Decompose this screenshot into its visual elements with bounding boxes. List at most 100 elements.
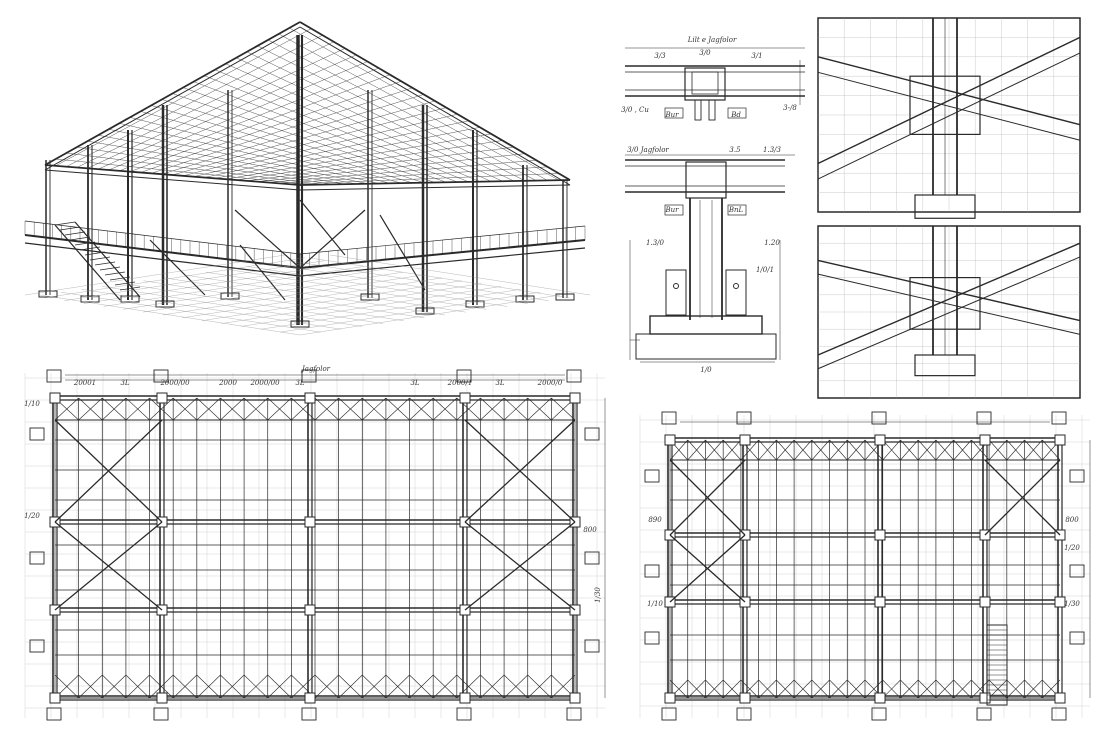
column-base-plate bbox=[415, 307, 435, 315]
structural-line bbox=[456, 397, 481, 421]
structural-line bbox=[164, 277, 425, 319]
structural-line bbox=[54, 224, 121, 301]
structural-line bbox=[81, 289, 342, 330]
bolt bbox=[733, 283, 739, 289]
tag-label: Bur bbox=[665, 206, 679, 214]
column-pad bbox=[976, 707, 992, 721]
column-node bbox=[49, 692, 61, 704]
structural-line bbox=[149, 239, 206, 296]
note-label: 3-/8 bbox=[783, 104, 797, 112]
column-pad bbox=[644, 564, 660, 578]
structural-line bbox=[847, 439, 866, 461]
structural-line bbox=[817, 36, 1081, 165]
column-pad bbox=[661, 707, 677, 721]
structural-line bbox=[226, 269, 487, 310]
structural-line bbox=[123, 269, 384, 310]
side-label: 1/30 bbox=[594, 587, 602, 603]
stiffener-plate bbox=[725, 269, 747, 316]
perspective-view bbox=[24, 21, 591, 336]
structural-line bbox=[722, 439, 742, 461]
dim-label: 2000/1 bbox=[447, 379, 473, 387]
structural-line bbox=[480, 674, 505, 699]
column-pad bbox=[153, 707, 169, 721]
structural-line bbox=[239, 244, 286, 301]
structural-line bbox=[740, 439, 759, 461]
structural-line bbox=[39, 294, 301, 336]
structural-line bbox=[241, 286, 502, 327]
structural-line bbox=[817, 242, 1081, 356]
column-pad bbox=[736, 707, 752, 721]
structural-line bbox=[204, 120, 469, 178]
structural-line bbox=[299, 179, 571, 186]
dim-label: 2000 bbox=[219, 379, 237, 387]
column-node bbox=[739, 434, 751, 446]
structural-line bbox=[55, 28, 312, 167]
dim-label: 20001 bbox=[73, 379, 97, 387]
dim-label: 3.5 bbox=[729, 146, 741, 154]
structural-line bbox=[847, 679, 866, 699]
structural-line bbox=[817, 71, 1081, 141]
structural-line bbox=[503, 397, 528, 421]
column-node bbox=[979, 692, 991, 704]
column-node bbox=[304, 692, 316, 704]
structural-line bbox=[299, 184, 571, 191]
side-label: 1/10 bbox=[24, 400, 40, 408]
dim-label: 3L bbox=[295, 379, 305, 387]
structural-line bbox=[409, 397, 434, 421]
side-label: 1/30 bbox=[1064, 600, 1080, 608]
structural-line bbox=[917, 679, 937, 699]
column-node bbox=[874, 596, 886, 608]
plan-left-title: Jagfolor bbox=[301, 365, 331, 373]
structural-line bbox=[162, 274, 423, 316]
structural-line bbox=[935, 679, 954, 699]
structural-line bbox=[102, 397, 127, 421]
structural-line bbox=[151, 87, 413, 174]
side-label: 890 bbox=[648, 516, 662, 524]
structural-line bbox=[66, 34, 323, 167]
column-node bbox=[1054, 596, 1066, 608]
dim-label: 2000/00 bbox=[160, 379, 190, 387]
column-node bbox=[664, 692, 676, 704]
connection-plate bbox=[691, 71, 719, 95]
structural-line bbox=[89, 256, 111, 261]
side-label: 1/10 bbox=[647, 600, 663, 608]
structural-line bbox=[64, 260, 325, 301]
structural-line bbox=[172, 397, 198, 421]
base-block bbox=[914, 354, 976, 377]
structural-line bbox=[183, 107, 447, 177]
concrete-footing bbox=[635, 333, 777, 360]
structural-line bbox=[76, 41, 334, 168]
column-pad bbox=[1051, 707, 1067, 721]
structural-line bbox=[236, 140, 503, 181]
structural-line bbox=[182, 277, 443, 319]
column-node bbox=[874, 529, 886, 541]
anchor-bolt bbox=[708, 99, 716, 121]
structural-line bbox=[758, 439, 777, 461]
column-pad bbox=[644, 469, 660, 483]
structural-line bbox=[309, 257, 570, 299]
structural-line bbox=[291, 674, 316, 699]
column-pad bbox=[584, 639, 600, 653]
structural-line bbox=[705, 679, 724, 699]
structural-line bbox=[793, 439, 813, 461]
structural-line bbox=[142, 271, 403, 313]
column-base-plate bbox=[120, 295, 140, 303]
structural-line bbox=[1024, 679, 1043, 699]
dim-label: 3/0 bbox=[699, 49, 711, 57]
structural-line bbox=[108, 61, 368, 171]
structural-line bbox=[119, 286, 141, 291]
column-pad bbox=[736, 411, 752, 425]
connection-plate bbox=[684, 67, 726, 101]
structural-line bbox=[220, 397, 245, 421]
structural-line bbox=[900, 679, 919, 699]
column-pad bbox=[29, 639, 45, 653]
column-node bbox=[459, 392, 471, 404]
structural-line bbox=[669, 439, 688, 461]
column-node bbox=[569, 692, 581, 704]
column-base-plate bbox=[290, 320, 310, 328]
structural-line bbox=[103, 266, 364, 307]
column-pad bbox=[301, 369, 317, 383]
structural-line bbox=[122, 283, 383, 324]
dim-label: 3L bbox=[410, 379, 420, 387]
